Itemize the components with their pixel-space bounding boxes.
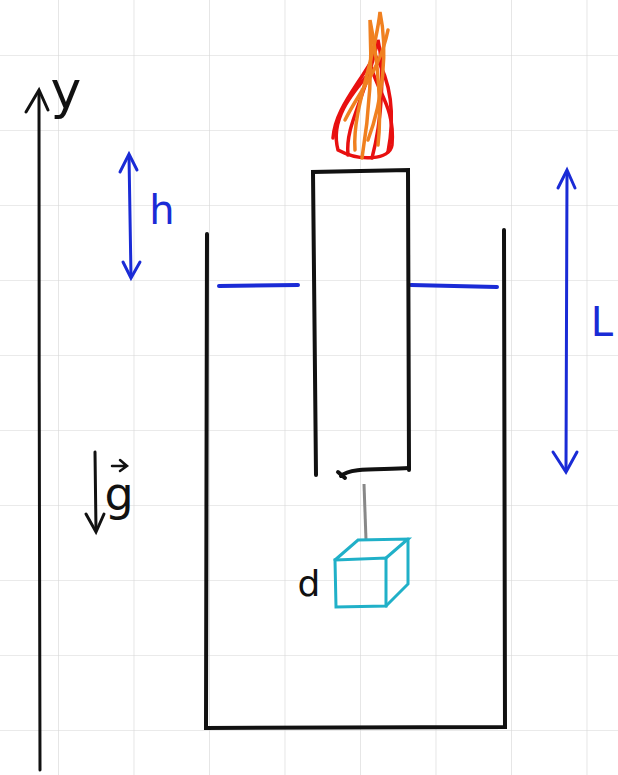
dimension-label: L: [591, 302, 613, 342]
string: [364, 484, 366, 540]
y-axis: [26, 90, 48, 770]
h-dimension: [120, 154, 140, 278]
cube: [335, 539, 408, 607]
axis-label: y: [51, 64, 82, 116]
candle: [313, 170, 409, 478]
water-surface: [219, 285, 497, 287]
container: [206, 230, 505, 728]
flame: [333, 12, 392, 158]
dimension-label: h: [149, 190, 174, 230]
l-dimension: [553, 170, 577, 472]
vector-label: g: [104, 471, 133, 517]
size-label: d: [298, 566, 321, 602]
